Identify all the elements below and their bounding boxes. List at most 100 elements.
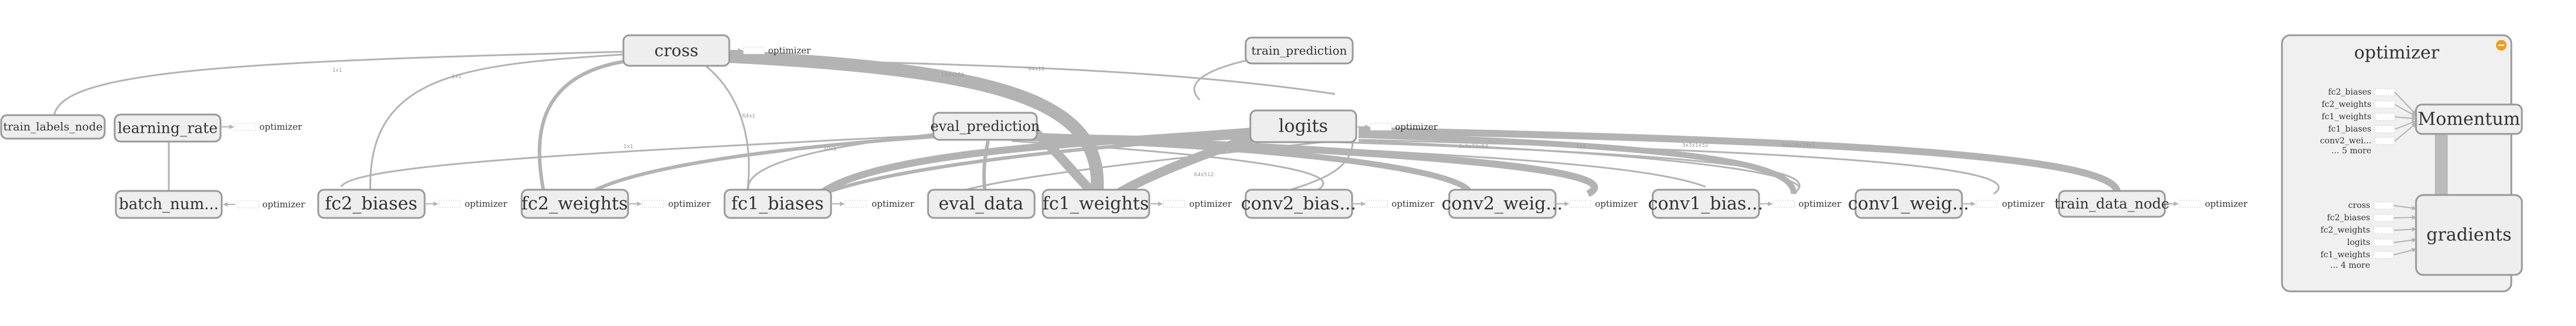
edge-label: 1x1: [623, 144, 633, 150]
optimizer-stub[interactable]: optimizer: [1962, 199, 2045, 209]
edge: [369, 53, 630, 194]
edge-label: 3x3x1x32: [1682, 143, 1709, 149]
node-eval-data[interactable]: eval_data: [927, 189, 1036, 219]
node-fc2-biases[interactable]: fc2_biases: [317, 189, 426, 219]
node-train-labels-node[interactable]: train_labels_node: [0, 114, 106, 140]
node-label: conv2_bias...: [1241, 194, 1356, 214]
gradients-inputs: cross fc2_biases fc2_weights logits fc1_…: [2321, 201, 2417, 270]
node-momentum[interactable]: Momentum: [2415, 103, 2523, 135]
node-label: cross: [655, 41, 699, 61]
edge: [1011, 140, 1324, 194]
node-fc1-weights[interactable]: fc1_weights: [1042, 189, 1150, 219]
svg-text:fc1_weights: fc1_weights: [2322, 112, 2371, 122]
node-conv2-weig[interactable]: conv2_weig...: [1442, 189, 1563, 219]
edge-label: 3x3x32x64: [1459, 144, 1489, 150]
node-conv1-bias[interactable]: conv1_bias...: [1648, 189, 1763, 219]
edge: [538, 59, 627, 194]
edge-label: 64x10: [1028, 66, 1045, 72]
node-learning-rate[interactable]: learning_rate: [114, 113, 222, 143]
edge-label: 1x1: [452, 74, 462, 80]
optimizer-stub[interactable]: optimizer: [628, 199, 711, 209]
optimizer-stub[interactable]: optimizer: [425, 199, 508, 209]
node-label: fc1_weights: [1043, 194, 1149, 214]
svg-text:optimizer: optimizer: [259, 122, 302, 132]
node-label: logits: [1279, 116, 1328, 137]
svg-text:optimizer: optimizer: [872, 199, 915, 209]
node-label: conv1_weig...: [1848, 194, 1969, 214]
panel-edge: [2435, 134, 2448, 195]
node-logits[interactable]: logits: [1249, 109, 1357, 143]
svg-text:optimizer: optimizer: [1189, 199, 1232, 209]
svg-text:fc2_biases: fc2_biases: [2327, 213, 2370, 223]
edge: [729, 50, 1104, 195]
svg-text:optimizer: optimizer: [2002, 199, 2045, 209]
optimizer-stub[interactable]: optimizer: [1556, 199, 1638, 209]
edge: [340, 134, 936, 187]
svg-text:conv2_wei...: conv2_wei...: [2320, 136, 2371, 146]
node-label: conv2_weig...: [1442, 194, 1563, 214]
node-fc2-weights[interactable]: fc2_weights: [520, 189, 629, 219]
node-label: Momentum: [2418, 109, 2520, 130]
node-label: fc1_biases: [731, 194, 823, 214]
edge: [818, 127, 1259, 197]
optimizer-stub[interactable]: optimizer: [1356, 122, 1438, 132]
momentum-inputs: fc2_biases fc2_weights fc1_weights fc1_b…: [2320, 88, 2417, 156]
svg-text:optimizer: optimizer: [1395, 122, 1438, 132]
node-label: batch_num...: [119, 196, 219, 213]
edge-label: 100x256: [941, 72, 965, 78]
edge: [1029, 135, 1473, 195]
edge: [53, 51, 624, 117]
node-conv1-weig[interactable]: conv1_weig...: [1848, 189, 1969, 219]
optimizer-panel[interactable]: optimizer fc2_biases fc2_weights fc1_wei…: [2281, 34, 2523, 293]
svg-text:optimizer: optimizer: [262, 199, 305, 210]
node-label: eval_data: [939, 194, 1023, 214]
edge-label: 64x512: [1194, 172, 1214, 178]
optimizer-stub[interactable]: optimizer: [729, 45, 811, 56]
svg-text:optimizer: optimizer: [1798, 199, 1841, 209]
svg-text:optimizer: optimizer: [2205, 199, 2248, 209]
node-label: gradients: [2427, 225, 2512, 246]
svg-text:optimizer: optimizer: [1392, 199, 1434, 209]
node-label: conv1_bias...: [1648, 194, 1763, 214]
edge: [1358, 132, 1797, 194]
node-batch-num[interactable]: batch_num...: [115, 190, 223, 219]
node-conv2-bias[interactable]: conv2_bias...: [1241, 189, 1356, 219]
svg-text:fc2_weights: fc2_weights: [2321, 226, 2370, 235]
optimizer-stub[interactable]: optimizer: [1149, 199, 1232, 209]
node-label: fc2_weights: [522, 194, 628, 214]
node-label: learning_rate: [118, 120, 218, 137]
edge: [587, 135, 939, 196]
svg-text:optimizer: optimizer: [465, 199, 508, 209]
optimizer-stub[interactable]: optimizer: [1759, 199, 1841, 209]
svg-text:... 4 more: ... 4 more: [2330, 261, 2370, 270]
node-gradients[interactable]: gradients: [2415, 194, 2523, 276]
node-train-data-node[interactable]: train_data_node: [2054, 190, 2170, 218]
edges: [53, 50, 2121, 198]
svg-text:optimizer: optimizer: [668, 199, 711, 209]
edge: [705, 65, 750, 194]
node-cross[interactable]: cross: [622, 34, 730, 67]
edge: [1358, 127, 2121, 193]
svg-text:fc2_weights: fc2_weights: [2322, 100, 2371, 109]
edge-label: 1x1: [332, 68, 342, 73]
svg-text:logits: logits: [2347, 238, 2370, 247]
edge: [1115, 129, 1266, 198]
expand-plus-icon[interactable]: [2496, 40, 2507, 51]
svg-text:cross: cross: [2348, 201, 2370, 210]
edge-labels: 1x1 1x1 100x256 64x10 64x1 1x1 10x1 3x3x…: [332, 66, 1815, 178]
node-fc1-biases[interactable]: fc1_biases: [723, 189, 832, 219]
svg-text:optimizer: optimizer: [1595, 199, 1638, 209]
optimizer-stub[interactable]: optimizer: [831, 199, 915, 209]
node-label: train_labels_node: [3, 120, 102, 133]
optimizer-stub[interactable]: optimizer: [221, 122, 302, 132]
optimizer-stub[interactable]: optimizer: [1352, 199, 1434, 209]
optimizer-stub[interactable]: optimizer: [223, 199, 305, 210]
optimizer-stubs: optimizer optimizer optimizer optimizer …: [221, 45, 2248, 210]
node-label: train_prediction: [1252, 43, 1347, 58]
node-label: train_data_node: [2054, 196, 2170, 212]
optimizer-stub[interactable]: optimizer: [2165, 199, 2248, 209]
svg-text:... 5 more: ... 5 more: [2331, 146, 2371, 156]
node-eval-prediction[interactable]: eval_prediction: [930, 112, 1040, 141]
node-train-prediction[interactable]: train_prediction: [1244, 36, 1354, 65]
